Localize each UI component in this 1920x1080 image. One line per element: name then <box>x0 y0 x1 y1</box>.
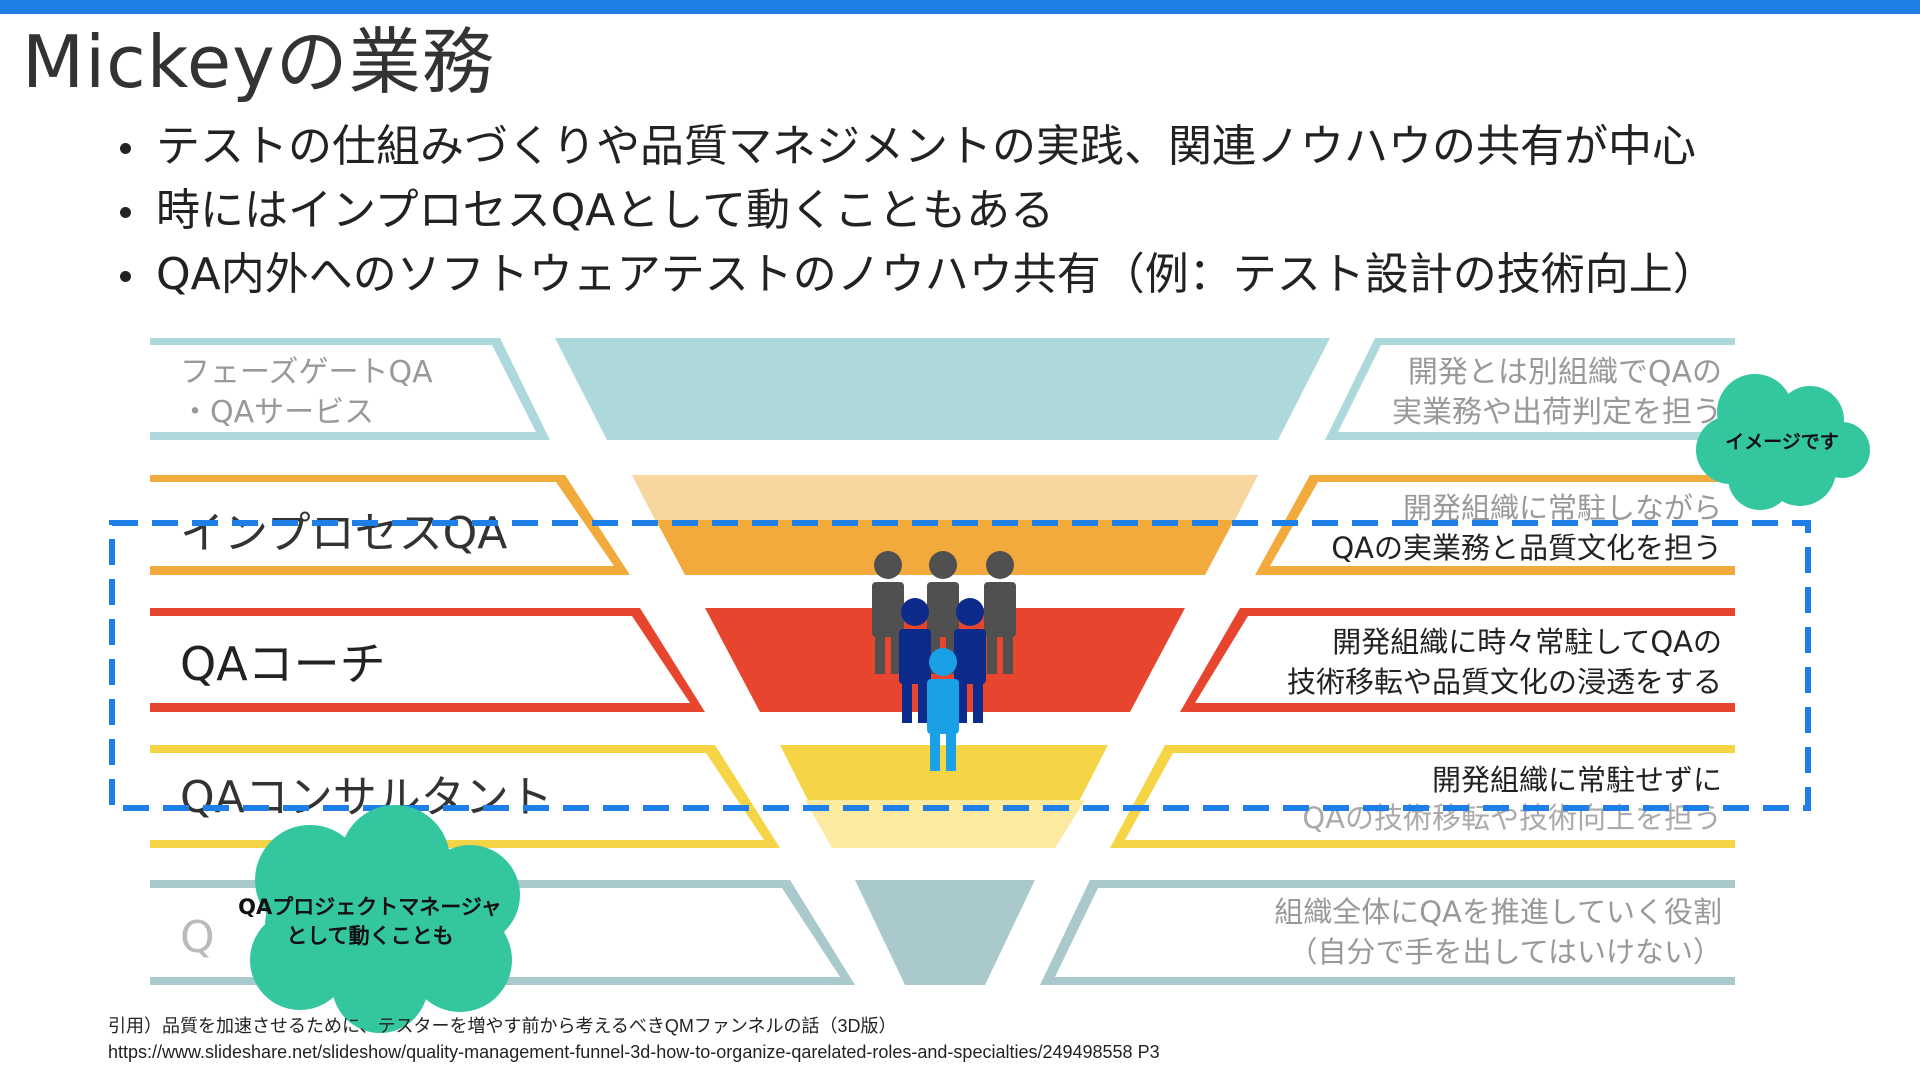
citation-url[interactable]: https://www.slideshare.net/slideshow/qua… <box>108 1042 1160 1062</box>
left-band-inner <box>150 753 764 840</box>
slide-title: Mickeyの業務 <box>22 20 495 104</box>
funnel-row-in-process: インプロセスQA 開発組織に常駐しながら QAの実業務と品質文化を担う <box>150 475 1735 575</box>
funnel-row-consultant: QAコンサルタント 開発組織に常駐せずに QAの技術移転や技術向上を担う <box>150 745 1735 848</box>
bullet-item: テストの仕組みづくりや品質マネジメントの実践、関連ノウハウの共有が中心 <box>118 115 1717 179</box>
highlight-dashed-box <box>109 520 1811 811</box>
left-label: インプロセスQA <box>180 508 507 559</box>
left-label-partial: Q <box>180 912 215 963</box>
left-band-inner <box>150 482 614 566</box>
cloud-callout-image-note: イメージです <box>1696 374 1870 510</box>
left-label: QAコーチ <box>180 637 386 691</box>
people-group-icon <box>872 551 1016 771</box>
right-label-line2: 実業務や出荷判定を担う <box>1392 395 1722 430</box>
right-band-inner <box>1338 345 1735 432</box>
cloud-text: イメージです <box>1725 431 1839 453</box>
right-band-inner <box>1270 482 1735 566</box>
funnel-segment-fade <box>632 475 1258 520</box>
funnel-segment-fade <box>805 800 1085 848</box>
right-label-line1: 開発組織に時々常駐してQAの <box>1332 625 1722 659</box>
top-accent-bar <box>0 0 1920 14</box>
funnel-segment <box>555 338 1330 440</box>
right-label-line2: （自分で手を出してはいけない） <box>1288 935 1722 969</box>
cloud-text-line2: として動くことも <box>286 924 453 948</box>
left-band-inner <box>150 345 536 432</box>
bullet-list: テストの仕組みづくりや品質マネジメントの実践、関連ノウハウの共有が中心 時にはイ… <box>118 115 1717 307</box>
right-label-line2: QAの実業務と品質文化を担う <box>1331 531 1722 565</box>
right-band-inner <box>1055 888 1735 977</box>
cloud-text-line1: QAプロジェクトマネージャ <box>238 895 502 919</box>
citation-title: 引用）品質を加速させるために、テスターを増やす前から考えるべきQMファンネルの話… <box>108 1016 897 1036</box>
right-band-inner <box>1125 753 1735 840</box>
funnel-segment <box>855 880 1035 985</box>
bullet-item: 時にはインプロセスQAとして動くこともある <box>118 179 1717 243</box>
left-band-inner <box>150 616 690 703</box>
funnel-row-coach: QAコーチ 開発組織に時々常駐してQAの 技術移転や品質文化の浸透をする <box>150 608 1735 712</box>
left-label-line2: ・QAサービス <box>180 395 374 430</box>
left-label-line1: フェーズゲートQA <box>180 355 433 390</box>
right-band-inner <box>1195 616 1735 703</box>
right-label-line1: 開発とは別組織でQAの <box>1408 355 1722 390</box>
funnel-row-phase-gate: フェーズゲートQA ・QAサービス 開発とは別組織でQAの 実業務や出荷判定を担… <box>150 338 1735 440</box>
right-label-line2: 技術移転や品質文化の浸透をする <box>1287 665 1722 699</box>
right-label-line1: 開発組織に常駐しながら <box>1403 491 1722 525</box>
right-label-line1: 組織全体にQAを推進していく役割 <box>1274 895 1722 929</box>
right-label-line1: 開発組織に常駐せずに <box>1432 763 1722 797</box>
bullet-item: QA内外へのソフトウェアテストのノウハウ共有（例：テスト設計の技術向上） <box>118 243 1717 307</box>
cloud-callout-pm-note: QAプロジェクトマネージャ として動くことも <box>238 805 520 1033</box>
